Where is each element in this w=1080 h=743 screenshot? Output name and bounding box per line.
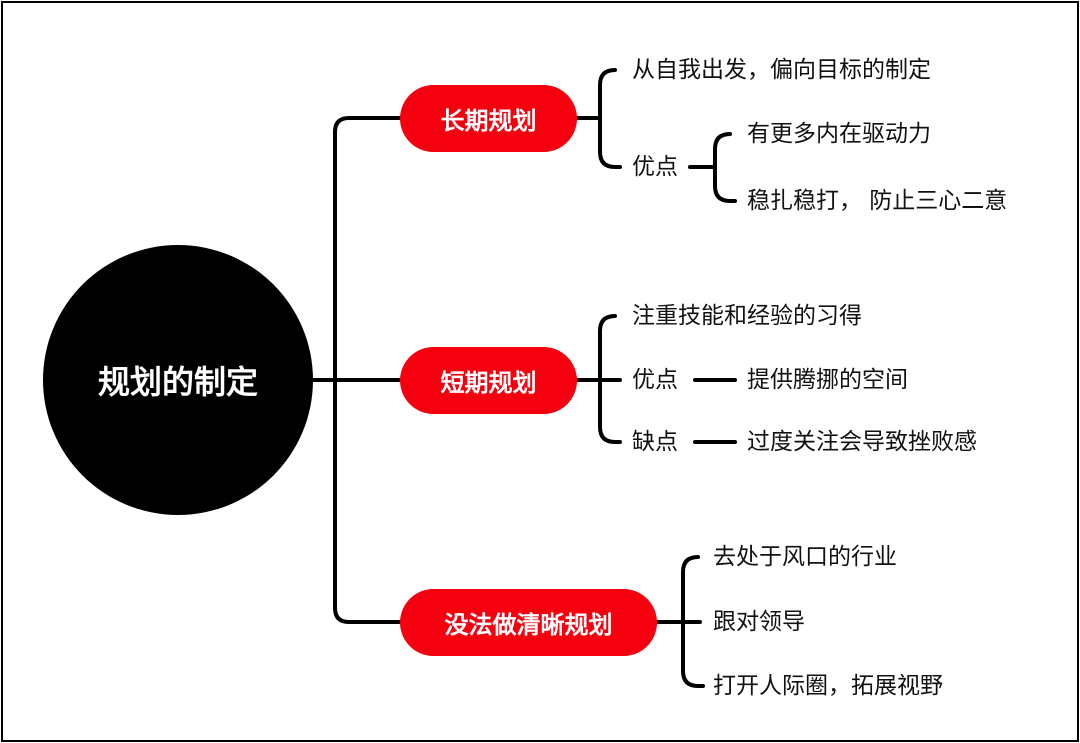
branch3-bracket bbox=[655, 555, 705, 688]
root-node: 规划的制定 bbox=[43, 245, 313, 515]
pros1-bracket bbox=[688, 132, 737, 203]
leaf-text: 优点 bbox=[632, 154, 678, 180]
branch-no-plan: 没法做清晰规划 bbox=[400, 589, 657, 656]
branch-long-term: 长期规划 bbox=[400, 85, 577, 152]
leaf-text: 稳扎稳打， 防止三心二意 bbox=[747, 188, 1008, 214]
leaf-text: 提供腾挪的空间 bbox=[747, 367, 908, 393]
leaf-text: 去处于风口的行业 bbox=[713, 544, 897, 570]
leaf-text: 从自我出发，偏向目标的制定 bbox=[632, 57, 931, 83]
main-bracket bbox=[333, 116, 402, 624]
branch1-bracket bbox=[575, 68, 622, 169]
leaf-text: 跟对领导 bbox=[713, 609, 805, 635]
leaf-text: 打开人际圈，拓展视野 bbox=[713, 673, 943, 699]
leaf-text: 过度关注会导致挫败感 bbox=[747, 429, 977, 455]
leaf-text: 缺点 bbox=[632, 429, 678, 455]
branch-short-term: 短期规划 bbox=[400, 347, 577, 414]
leaf-text: 注重技能和经验的习得 bbox=[632, 303, 862, 329]
leaf-text: 有更多内在驱动力 bbox=[747, 121, 931, 147]
branch2-bracket bbox=[575, 314, 622, 444]
leaf-text: 优点 bbox=[632, 367, 678, 393]
